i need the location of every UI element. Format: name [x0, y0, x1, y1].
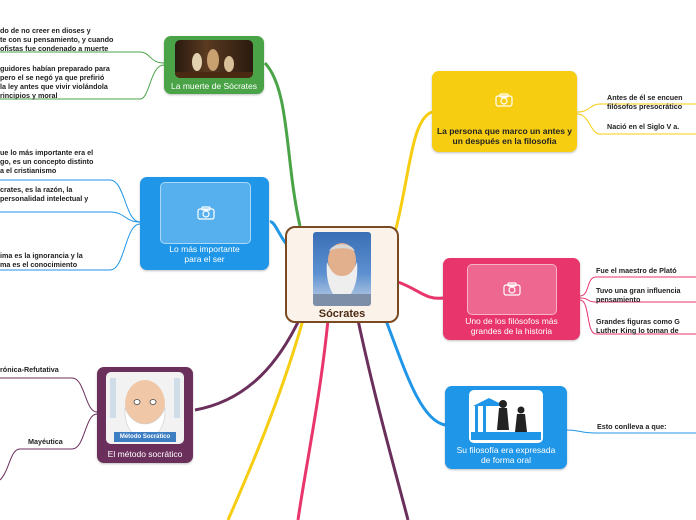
statue-image	[469, 390, 543, 443]
leaf-importante-1[interactable]: ue lo más importante era el go, es un co…	[0, 148, 94, 175]
topic-muerte-label: La muerte de Sócrates	[171, 81, 257, 91]
topic-marco-label: La persona que marco un antes y un despu…	[436, 126, 573, 146]
leaf-filosofos-2[interactable]: Tuvo una gran influencia pensamiento	[596, 286, 681, 304]
camera-icon	[197, 206, 215, 220]
topic-importante-label: Lo más importante para el ser	[169, 244, 240, 264]
leaf-marco-2[interactable]: Nació en el Siglo V a.	[607, 122, 680, 131]
leaf-marco-1[interactable]: Antes de él se encuen filósofos presocrá…	[607, 93, 683, 111]
topic-filosofos[interactable]: Uno de los filósofos más grandes de la h…	[443, 258, 580, 340]
camera-icon	[503, 282, 521, 296]
method-illustration: Método Socrático	[106, 372, 184, 444]
topic-metodo-label: El método socrático	[107, 449, 183, 459]
topic-importante[interactable]: Lo más importante para el ser	[140, 177, 269, 270]
center-title: Sócrates	[318, 308, 366, 320]
topic-muerte[interactable]: La muerte de Sócrates	[164, 36, 264, 94]
leaf-metodo-1[interactable]: rónica-Refutativa	[0, 365, 59, 374]
leaf-filosofos-1[interactable]: Fue el maestro de Plató	[596, 266, 677, 275]
topic-oral[interactable]: Su filosofía era expresada de forma oral	[445, 386, 567, 469]
leaf-filosofos-3[interactable]: Grandes figuras como G Luther King lo to…	[596, 317, 680, 335]
center-node[interactable]: Sócrates	[285, 226, 399, 323]
camera-icon	[495, 93, 513, 107]
leaf-importante-3[interactable]: ima es la ignorancia y la ma es el conoc…	[0, 251, 83, 269]
leaf-oral-1[interactable]: Esto conlleva a que:	[597, 422, 667, 431]
leaf-metodo-2[interactable]: Mayéutica	[28, 437, 63, 446]
socrates-portrait	[313, 232, 371, 306]
topic-oral-label: Su filosofía era expresada de forma oral	[456, 445, 556, 465]
topic-marco[interactable]: La persona que marco un antes y un despu…	[432, 71, 577, 152]
image-placeholder	[467, 264, 557, 315]
leaf-importante-2[interactable]: crates, es la razón, la personalidad int…	[0, 185, 89, 203]
leaf-muerte-2[interactable]: guidores habían preparado para pero el s…	[0, 64, 110, 100]
topic-filosofos-label: Uno de los filósofos más grandes de la h…	[465, 316, 558, 336]
painting-image	[175, 40, 253, 78]
leaf-muerte-1[interactable]: do de no creer en dioses y te con su pen…	[0, 26, 114, 53]
image-placeholder	[160, 182, 251, 244]
topic-metodo[interactable]: Método Socrático El método socrático	[97, 367, 193, 463]
method-image-caption: Método Socrático	[119, 434, 171, 440]
